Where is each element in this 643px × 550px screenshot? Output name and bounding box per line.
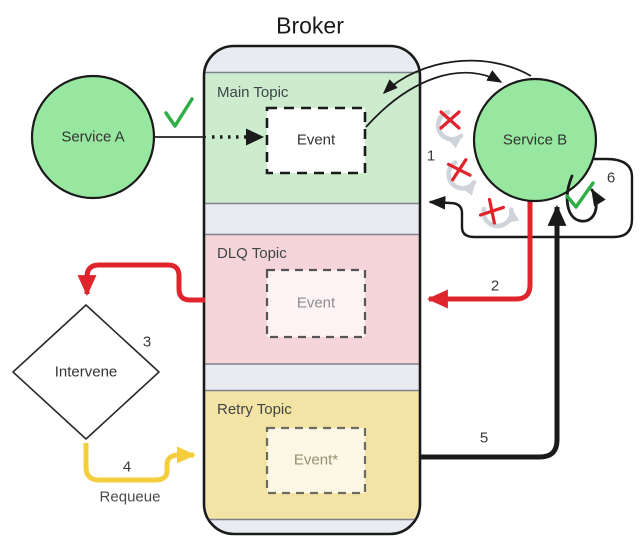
service-b-node [472, 77, 598, 203]
check-icon [565, 181, 595, 209]
dlq-topic-label: DLQ Topic [217, 245, 287, 262]
retry-fail-loop-icon [478, 197, 520, 229]
arrow-redeliver-top [382, 59, 532, 95]
service-a-label: Service A [61, 128, 125, 146]
retry-fail-loop-icon [435, 109, 464, 149]
intervene-label: Intervene [54, 363, 118, 381]
step-4-label: 4 [122, 458, 132, 476]
arrow-redeliver-loop [428, 157, 634, 239]
retry-fail-loop-icon [446, 158, 477, 196]
step-1-label: 1 [426, 147, 436, 165]
section-dividers [205, 71, 419, 521]
dlq-event-box [265, 268, 367, 339]
arrow-deliver [365, 70, 503, 128]
arrow-retry-consume [420, 204, 567, 460]
retry-topic-label: Retry Topic [217, 401, 292, 418]
x-icon [478, 197, 505, 225]
arrow-intervene [77, 262, 205, 303]
success-loop-icon [565, 174, 606, 223]
step-6-label: 6 [606, 169, 616, 187]
x-icon [446, 158, 472, 182]
step-5-label: 5 [479, 429, 489, 447]
dlq-event-label: Event [296, 294, 336, 312]
retry-event-box [265, 426, 367, 495]
arrow-to-dlq [426, 201, 533, 309]
broker-title: Broker [276, 12, 344, 39]
step-3-label: 3 [142, 333, 152, 351]
arrow-produce-head [246, 128, 264, 146]
intervene-node [12, 304, 160, 440]
step-2-label: 2 [490, 277, 500, 295]
x-icon [439, 110, 461, 130]
main-event-box [265, 106, 367, 175]
check-icon [164, 97, 194, 128]
arrow-requeue [83, 443, 196, 483]
retry-event-label: Event* [293, 451, 339, 469]
service-b-label: Service B [502, 131, 568, 149]
main-topic-label: Main Topic [217, 84, 289, 101]
requeue-label: Requeue [99, 488, 161, 506]
main-event-label: Event [296, 131, 336, 149]
